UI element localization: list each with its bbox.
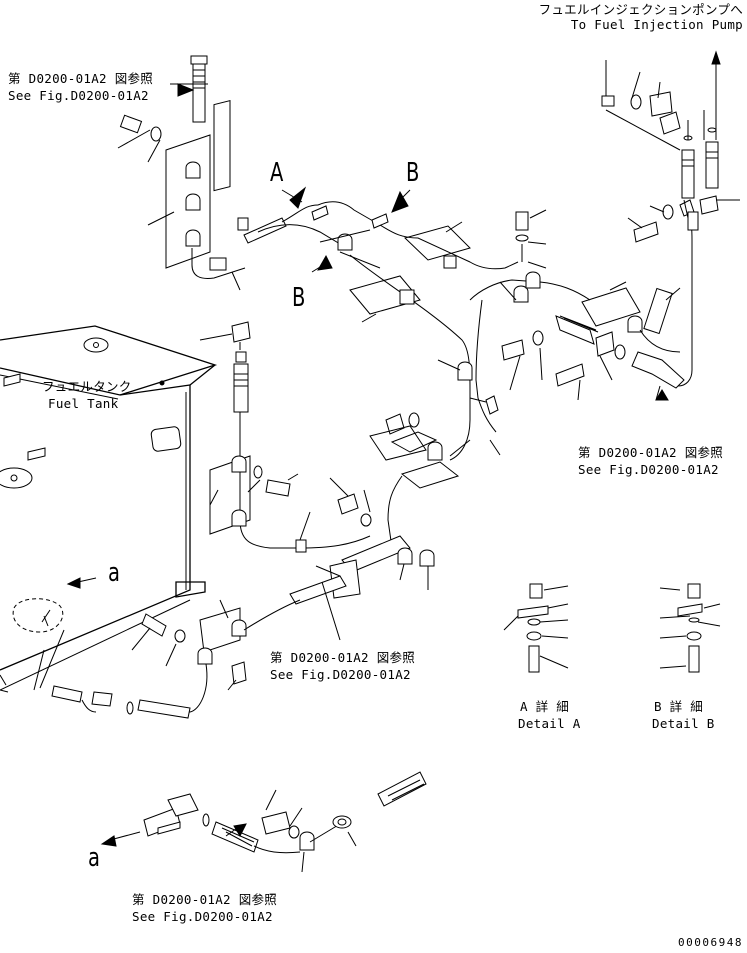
detail-b-group [659,583,721,673]
view-letter-a-small-1: a [108,558,120,588]
fig-reference-3-en: See Fig.D0200-01A2 [270,667,411,682]
upper-fuel-line [257,186,591,461]
pump-destination-label-jp: フュエルインジェクションポンプへ [538,2,743,17]
fig-reference-4-en: See Fig.D0200-01A2 [132,909,273,924]
fig-reference-4-jp: 第 D0200-01A2 図参照 [132,892,278,907]
right-fitting-assembly [499,209,693,401]
view-letter-a-small-2: a [88,843,100,873]
lower-left-line-assembly [12,577,301,719]
fuel-tank-label-jp: フュエルタンク [42,379,132,394]
fig-reference-1-en: See Fig.D0200-01A2 [8,88,149,103]
view-letter-b-upper: B [406,158,420,188]
upper-left-bracket-assembly [117,55,319,291]
detail-b-title-jp: B 詳 細 [654,699,704,714]
detail-a-title-jp: A 詳 細 [520,699,570,714]
figure-number: 00006948 [678,936,743,949]
fig-reference-2-jp: 第 D0200-01A2 図参照 [578,445,724,460]
detail-a-title-en: Detail A [518,716,581,731]
view-letter-b-lower: B [292,283,306,313]
pump-destination-label-en: To Fuel Injection Pump [570,17,743,32]
bottom-detached-assembly [100,771,427,873]
tank-side-line-assembly [199,321,471,641]
fuel-tank [0,325,218,693]
fuel-tank-label-en: Fuel Tank [48,396,119,411]
detail-b-title-en: Detail B [652,716,715,731]
view-letter-a-upper: A [270,158,284,188]
detail-a-group [503,583,569,673]
fig-reference-1-jp: 第 D0200-01A2 図参照 [8,71,154,86]
pump-connector-assembly [601,50,740,243]
fig-reference-3-jp: 第 D0200-01A2 図参照 [270,650,416,665]
fig-reference-2-en: See Fig.D0200-01A2 [578,462,719,477]
